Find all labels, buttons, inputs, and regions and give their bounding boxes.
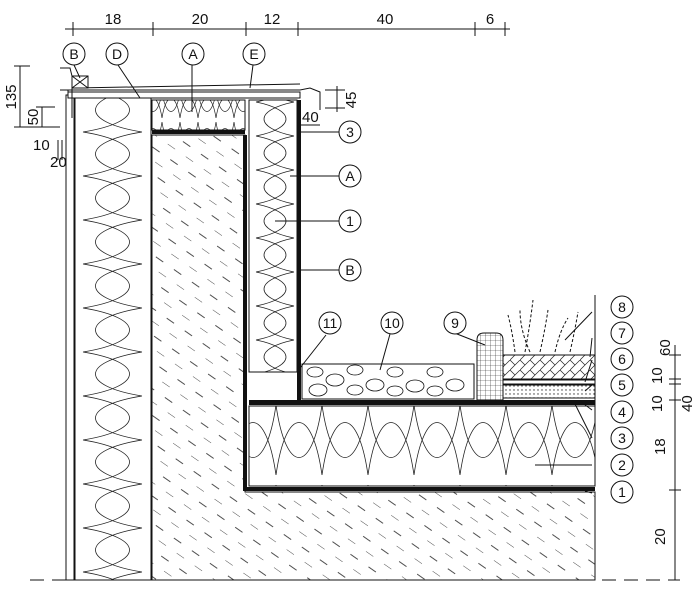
svg-text:7: 7 — [618, 325, 626, 341]
callouts: B D A E 3 A 1 B 11 10 9 8 7 6 5 4 3 2 1 — [62, 42, 634, 504]
dim-right-18: 18 — [652, 438, 669, 455]
dim-left-10: 10 — [33, 137, 50, 154]
dim-top-5: 6 — [486, 11, 494, 28]
attic-membrane — [152, 130, 245, 134]
vegetation — [507, 299, 579, 353]
dim-top-4: 40 — [377, 11, 394, 28]
vapour-barrier — [243, 487, 595, 491]
svg-text:2: 2 — [618, 457, 626, 473]
wall-insulation — [74, 96, 152, 581]
svg-text:8: 8 — [618, 299, 626, 315]
right-dimensions: 60 10 10 40 18 20 — [649, 339, 696, 580]
callout-11: 11 — [318, 311, 342, 335]
parapet-insulation — [248, 99, 298, 373]
callout-E: E — [242, 42, 266, 66]
leader-lines — [73, 64, 593, 494]
svg-text:3: 3 — [618, 430, 626, 446]
gravel-stones — [306, 364, 465, 397]
callout-3: 3 — [610, 426, 634, 450]
dim-right-10a: 10 — [649, 367, 666, 384]
callout-1-side: 1 — [338, 209, 362, 233]
svg-text:5: 5 — [618, 377, 626, 393]
roof-membrane-top — [249, 400, 595, 405]
dim-left-20: 20 — [50, 154, 67, 171]
parapet-membrane — [297, 100, 301, 400]
drip-edge — [60, 67, 73, 118]
attic-insulation — [151, 99, 246, 131]
svg-text:B: B — [69, 46, 78, 62]
dim-coping-45: 45 — [343, 92, 360, 109]
inner-membrane — [243, 135, 247, 490]
callout-10: 10 — [380, 311, 404, 335]
callout-4: 4 — [610, 400, 634, 424]
svg-text:E: E — [249, 46, 258, 62]
dim-left-135: 135 — [3, 84, 20, 109]
callout-1: 1 — [610, 480, 634, 504]
callout-6: 6 — [610, 347, 634, 371]
coping-board — [67, 91, 301, 99]
callout-8: 8 — [610, 295, 634, 319]
callout-D: D — [105, 42, 129, 66]
dim-coping-40: 40 — [302, 109, 319, 126]
svg-text:B: B — [345, 262, 354, 278]
svg-text:3: 3 — [346, 124, 354, 140]
layer-5-drainage — [502, 384, 596, 399]
cladding — [65, 94, 75, 581]
svg-text:1: 1 — [346, 213, 354, 229]
svg-text:6: 6 — [618, 351, 626, 367]
callout-B-top: B — [62, 42, 86, 66]
dim-top-3: 12 — [264, 11, 281, 28]
dim-right-20: 20 — [652, 528, 669, 545]
top-dimensions: 18 20 12 40 6 — [65, 11, 510, 36]
callout-A-top: A — [181, 42, 205, 66]
dim-left-50: 50 — [25, 109, 42, 126]
roof-insulation — [248, 405, 596, 487]
callout-B-side: B — [338, 258, 362, 282]
coping-dimensions: 45 40 — [298, 86, 360, 126]
coping-slope — [74, 83, 301, 89]
dim-right-60: 60 — [657, 339, 674, 356]
layer-7-substrate — [502, 354, 596, 380]
layer-6-filter — [502, 379, 596, 385]
dim-top-1: 18 — [105, 11, 122, 28]
callout-9: 9 — [443, 311, 467, 335]
callout-A-side: A — [338, 164, 362, 188]
svg-text:A: A — [345, 168, 355, 184]
svg-text:10: 10 — [384, 315, 400, 331]
dim-right-40: 40 — [679, 395, 696, 412]
svg-text:1: 1 — [618, 484, 626, 500]
left-dimensions: 135 50 10 20 — [3, 65, 67, 171]
callout-3-top: 3 — [338, 120, 362, 144]
edge-paver — [476, 332, 504, 401]
svg-text:9: 9 — [451, 315, 459, 331]
svg-text:D: D — [112, 46, 122, 62]
dim-top-2: 20 — [192, 11, 209, 28]
svg-text:A: A — [188, 46, 198, 62]
callout-2: 2 — [610, 453, 634, 477]
svg-text:4: 4 — [618, 404, 626, 420]
dim-right-10b: 10 — [649, 395, 666, 412]
callout-5: 5 — [610, 373, 634, 397]
callout-7: 7 — [610, 321, 634, 345]
svg-text:11: 11 — [323, 315, 338, 331]
